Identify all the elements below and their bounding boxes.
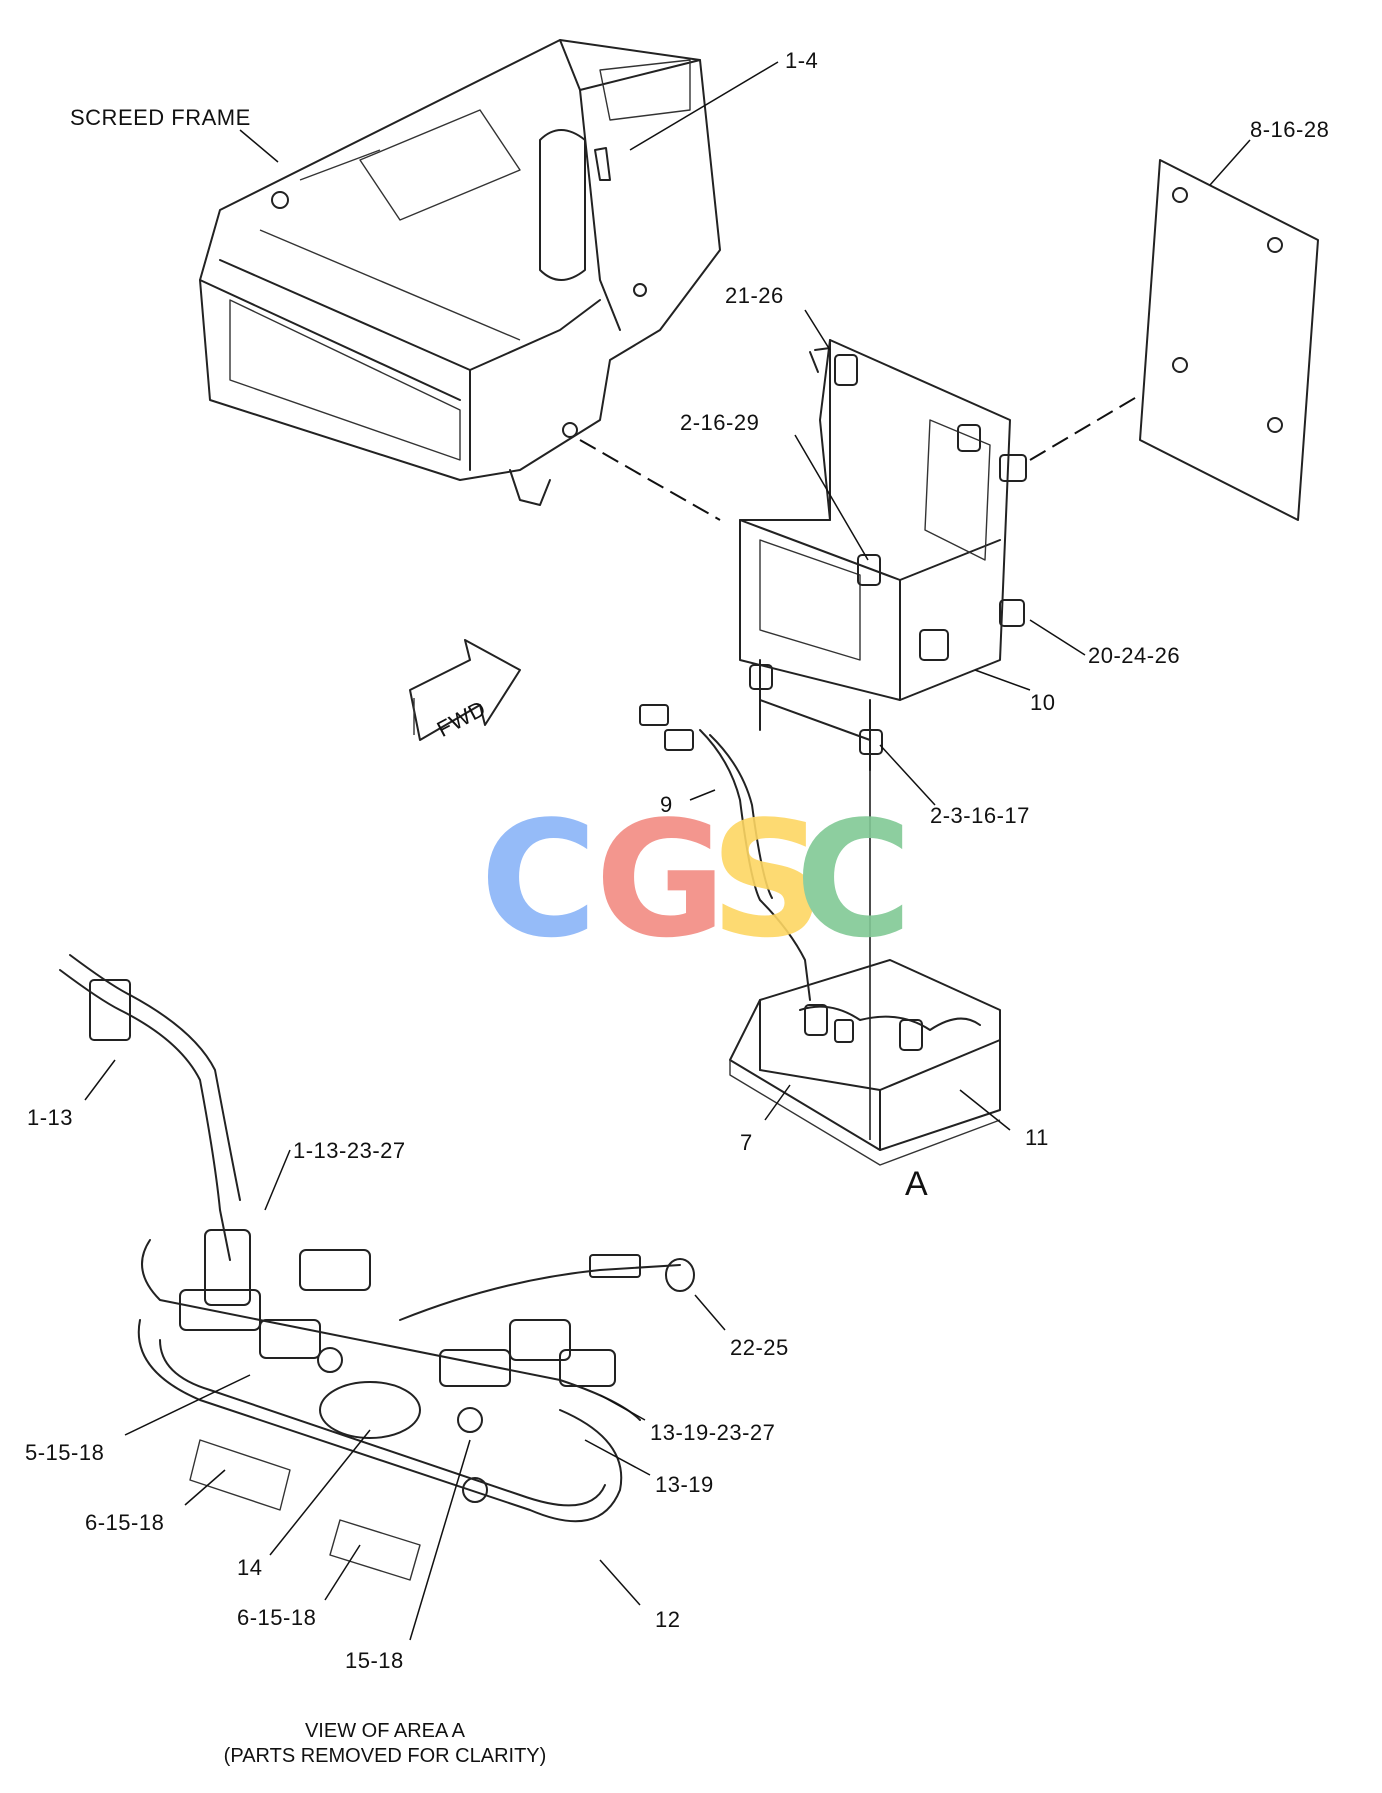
- label-11: 11: [1025, 1125, 1049, 1150]
- label-fwd: FWD: [433, 696, 490, 742]
- assembly-line-frame: [579, 439, 721, 521]
- screed-frame-drawing: [199, 39, 721, 506]
- label-14: 14: [237, 1555, 262, 1580]
- watermark-letter-c2: C: [795, 786, 912, 973]
- assembly-line-cover: [1029, 394, 1141, 461]
- area-a-view-drawing: [59, 954, 695, 1581]
- label-8-16-28: 8-16-28: [1250, 117, 1329, 142]
- label-9: 9: [660, 792, 673, 817]
- label-10: 10: [1030, 690, 1055, 715]
- label-screed-frame: SCREED FRAME: [70, 105, 251, 130]
- label-5-15-18: 5-15-18: [25, 1440, 104, 1465]
- label-7: 7: [740, 1130, 753, 1155]
- label-13-19: 13-19: [655, 1472, 714, 1497]
- label-12: 12: [655, 1607, 680, 1632]
- label-15-18: 15-18: [345, 1648, 404, 1673]
- label-1-13-23-27: 1-13-23-27: [293, 1138, 406, 1163]
- watermark-letter-s: S: [710, 786, 825, 973]
- cover-plate-drawing: [1139, 159, 1319, 521]
- label-6-15-18-a: 6-15-18: [85, 1510, 164, 1535]
- watermark-letter-c1: C: [480, 786, 597, 973]
- label-1-4: 1-4: [785, 48, 818, 73]
- caption-line-1: VIEW OF AREA A: [305, 1720, 466, 1742]
- caption-line-2: (PARTS REMOVED FOR CLARITY): [224, 1745, 547, 1767]
- harness-9-drawing: [639, 704, 811, 1001]
- mounting-bracket-drawing: [739, 339, 1027, 771]
- label-2-3-16-17: 2-3-16-17: [930, 803, 1030, 828]
- forward-arrow: [409, 639, 521, 741]
- label-1-13: 1-13: [27, 1105, 73, 1130]
- label-2-16-29: 2-16-29: [680, 410, 759, 435]
- label-6-15-18-b: 6-15-18: [237, 1605, 316, 1630]
- watermark-letter-g: G: [595, 786, 726, 973]
- label-22-25: 22-25: [730, 1335, 789, 1360]
- label-21-26: 21-26: [725, 283, 784, 308]
- label-area-a: A: [905, 1165, 928, 1203]
- label-13-19-23-27: 13-19-23-27: [650, 1420, 775, 1445]
- controller-box-drawing: [729, 959, 1001, 1166]
- cgsc-watermark: C G S C: [480, 786, 912, 973]
- label-20-24-26: 20-24-26: [1088, 643, 1180, 668]
- leader-lines: [84, 61, 1251, 1641]
